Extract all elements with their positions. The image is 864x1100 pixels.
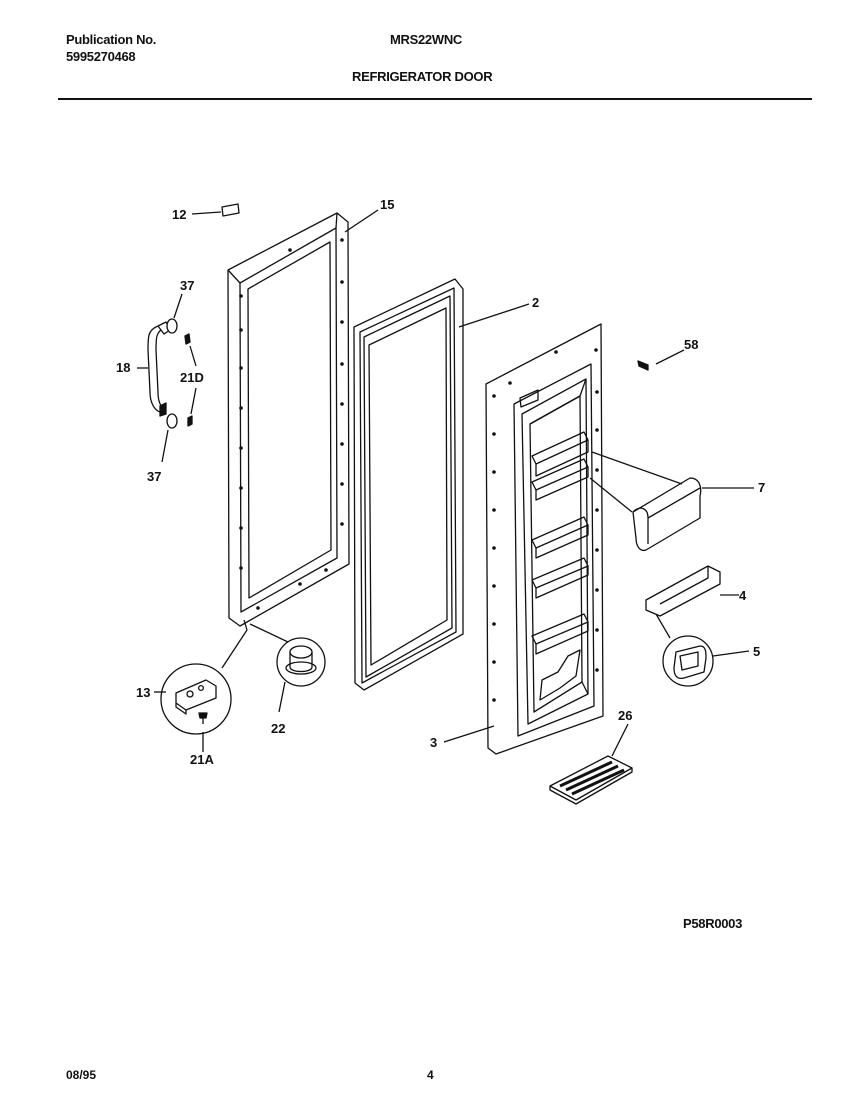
callout-26: 26	[618, 708, 632, 723]
part-13-hinge	[154, 619, 248, 735]
model-number: MRS22WNC	[390, 32, 462, 47]
drawing-code: P58R0003	[683, 916, 743, 931]
callout-13: 13	[136, 685, 150, 700]
callout-12: 12	[172, 207, 186, 222]
callout-21d: 21D	[180, 370, 204, 385]
part-5-end-cap	[662, 635, 750, 687]
part-7-dairy-cover	[589, 451, 754, 552]
part-3-inner-panel	[443, 323, 604, 755]
callout-21a: 21A	[190, 752, 214, 767]
callout-7: 7	[758, 480, 765, 495]
callout-22: 22	[271, 721, 285, 736]
callout-37-bottom: 37	[147, 469, 161, 484]
callout-58: 58	[684, 337, 698, 352]
page-title: REFRIGERATOR DOOR	[352, 69, 493, 84]
publication-number: 5995270468	[66, 49, 136, 64]
part-2-gasket	[353, 278, 530, 691]
part-4-rail	[645, 565, 739, 639]
part-26-grille	[549, 723, 633, 805]
callout-18: 18	[116, 360, 130, 375]
part-21d-screws	[184, 333, 197, 427]
header-divider	[58, 98, 812, 100]
publication-label: Publication No.	[66, 32, 157, 47]
callout-5: 5	[753, 644, 760, 659]
callout-2: 2	[532, 295, 539, 310]
part-12-plate	[191, 203, 240, 217]
footer-date: 08/95	[66, 1068, 97, 1082]
callout-37-top: 37	[180, 278, 194, 293]
page-number: 4	[427, 1068, 434, 1082]
part-58-screw	[637, 349, 685, 371]
callout-3: 3	[430, 735, 437, 750]
part-15-door-frame	[227, 209, 379, 627]
callout-4: 4	[739, 588, 747, 603]
part-21a-screw	[198, 712, 208, 752]
part-18-handle	[137, 321, 171, 417]
part-22-bushing	[249, 623, 326, 713]
callout-15: 15	[380, 197, 394, 212]
part-37-caps	[161, 293, 183, 463]
